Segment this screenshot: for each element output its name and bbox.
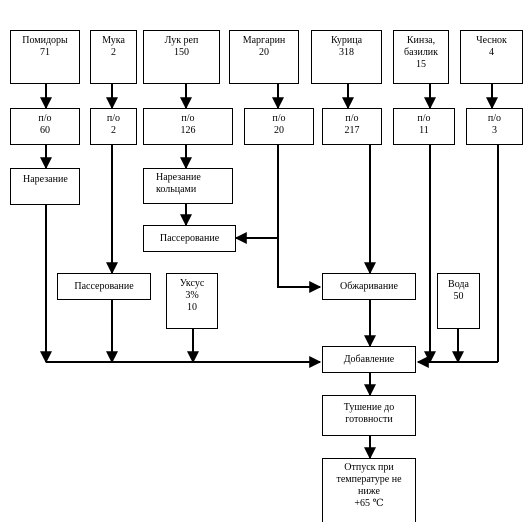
step-label: Пассерование (74, 281, 134, 292)
step-label-2: температуре не (336, 474, 402, 485)
net-value: 3 (492, 125, 497, 136)
ingredient-box-garlic: Чеснок 4 (460, 30, 523, 84)
step-label-3: ниже (358, 486, 380, 497)
ingredient-name: Мука (102, 35, 125, 46)
ingredient-name: Помидоры (22, 35, 68, 46)
net-label: п/о (345, 113, 359, 124)
ingredient-box-chicken: Курица 318 (311, 30, 382, 84)
net-value: 126 (180, 125, 196, 136)
net-box-chicken: п/о 217 (322, 108, 382, 145)
step-label: Вода (448, 279, 469, 290)
net-value: 217 (344, 125, 360, 136)
net-value: 20 (274, 125, 284, 136)
ingredient-gross: 318 (339, 47, 354, 58)
net-box-onion: п/о 126 (143, 108, 233, 145)
step-label-2: 50 (453, 291, 464, 302)
step-label: Обжаривание (340, 281, 398, 292)
step-label: Нарезание (23, 174, 68, 185)
step-label-4: +65 ℃ (354, 498, 384, 509)
ingredient-box-margarine: Маргарин 20 (229, 30, 299, 84)
step-label-2: готовности (345, 414, 393, 425)
step-label: Добавление (343, 354, 395, 365)
net-box-cilantro: п/о 11 (393, 108, 455, 145)
ingredient-gross: 15 (416, 59, 426, 70)
net-label: п/о (272, 113, 286, 124)
net-value: 2 (111, 125, 116, 136)
step-label: Тушение до (343, 402, 395, 413)
net-box-margarine: п/о 20 (244, 108, 314, 145)
step-add: Добавление (322, 346, 416, 373)
step-label: Нарезание (156, 172, 201, 183)
step-stew: Тушение до готовности (322, 395, 416, 436)
ingredient-box-cilantro: Кинза, базилик 15 (393, 30, 449, 84)
step-label: Уксус (179, 278, 205, 289)
step-label: Отпуск при (344, 462, 394, 473)
ingredient-gross: 4 (489, 47, 494, 58)
step-fry: Обжаривание (322, 273, 416, 300)
step-saute-flour: Пассерование (57, 273, 151, 300)
step-serve: Отпуск при температуре не ниже +65 ℃ (322, 458, 416, 522)
step-cut-tomatoes: Нарезание (10, 168, 80, 205)
step-saute-onion: Пассерование (143, 225, 236, 252)
net-label: п/о (38, 113, 52, 124)
net-label: п/о (487, 113, 502, 124)
net-value: 11 (419, 125, 429, 136)
step-label-2: кольцами (156, 184, 197, 195)
net-label: п/о (106, 113, 121, 124)
ingredient-box-tomatoes: Помидоры 71 (10, 30, 80, 84)
ingredient-name-2: базилик (403, 47, 439, 58)
net-box-garlic: п/о 3 (466, 108, 523, 145)
ingredient-name: Кинза, (406, 35, 436, 46)
ingredient-gross: 150 (174, 47, 189, 58)
ingredient-box-water: Вода 50 (437, 273, 480, 329)
net-box-flour: п/о 2 (90, 108, 137, 145)
step-label: Пассерование (159, 233, 220, 244)
ingredient-gross: 2 (111, 47, 116, 58)
ingredient-box-flour: Мука 2 (90, 30, 137, 84)
net-value: 60 (40, 125, 50, 136)
net-label: п/о (417, 113, 431, 124)
ingredient-gross: 71 (40, 47, 50, 58)
ingredient-name: Курица (330, 35, 363, 46)
ingredient-box-onion: Лук реп 150 (143, 30, 220, 84)
net-label: п/о (181, 113, 195, 124)
ingredient-name: Маргарин (242, 35, 286, 46)
step-label-2: 3% (185, 290, 199, 301)
ingredient-box-vinegar: Уксус 3% 10 (166, 273, 218, 329)
ingredient-name: Лук реп (164, 35, 199, 46)
step-label-3: 10 (187, 302, 197, 313)
ingredient-gross: 20 (259, 47, 269, 58)
step-cut-onion: Нарезание кольцами (143, 168, 233, 204)
arrow-margarine-fry (277, 145, 322, 293)
net-box-tomatoes: п/о 60 (10, 108, 80, 145)
ingredient-name: Чеснок (476, 35, 507, 46)
